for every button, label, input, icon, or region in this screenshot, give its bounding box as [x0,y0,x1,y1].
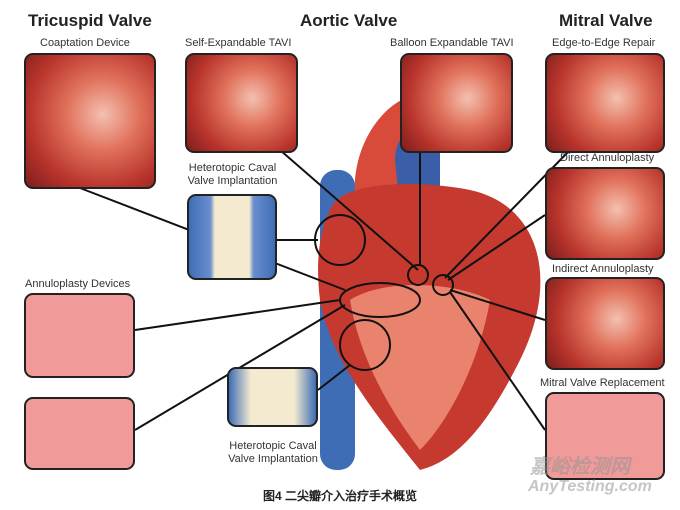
indirect-annuloplasty-panel [545,277,665,370]
watermark-cn: 嘉峪检测网 [530,456,630,478]
self-tavi-label: Self-Expandable TAVI [185,37,292,49]
balloon-tavi-panel [400,53,513,153]
direct-label: Direct Annuloplasty [560,152,655,164]
figure-caption: 图4 二尖瓣介入治疗手术概览 [262,489,417,503]
self-tavi-panel [185,53,298,153]
caval-top-label: Heterotopic Caval Valve Implantation [187,162,278,187]
tricuspid-heading: Tricuspid Valve [28,11,152,30]
edge-label: Edge-to-Edge Repair [552,37,656,49]
mitral-heading: Mitral Valve [559,11,653,30]
coaptation-label: Coaptation Device [40,37,130,49]
ventricles [350,285,490,450]
mitral-replacement-panel [545,392,665,480]
replacement-label: Mitral Valve Replacement [540,377,665,389]
indirect-label: Indirect Annuloplasty [552,263,654,275]
annuloplasty-device-panel-2 [24,397,135,470]
caval-bottom-label: Heterotopic Caval Valve Implantation [228,440,318,465]
balloon-tavi-label: Balloon Expandable TAVI [390,37,514,49]
aortic-heading: Aortic Valve [300,11,398,30]
caval-bottom-panel [227,367,318,427]
watermark-en: AnyTesting.com [528,478,652,495]
coaptation-device-panel [24,53,156,189]
annuloplasty-device-panel-1 [24,293,135,378]
direct-annuloplasty-panel [545,167,665,260]
caval-top-panel [187,194,277,280]
edge-to-edge-panel [545,53,665,153]
annuloplasty-devices-label: Annuloplasty Devices [25,278,131,290]
